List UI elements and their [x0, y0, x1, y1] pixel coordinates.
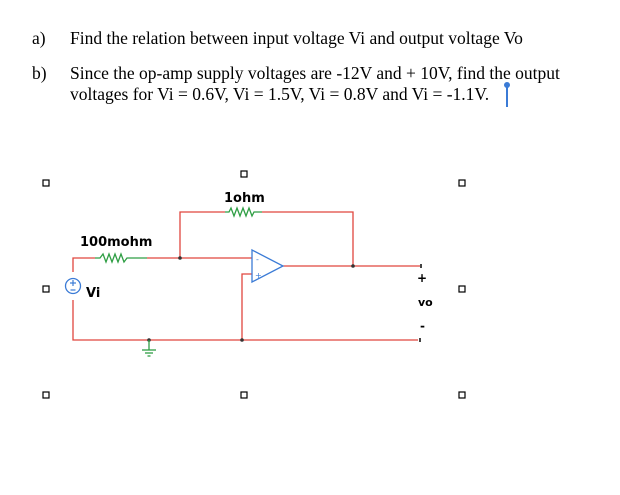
opamp-minus-label: - — [256, 255, 259, 264]
question-b-text-line2: voltages for Vi = 0.6V, Vi = 1.5V, Vi = … — [70, 84, 490, 104]
opamp-plus-label: + — [255, 271, 262, 280]
circuit-wires — [72, 211, 420, 341]
handle-top-right[interactable] — [458, 179, 466, 187]
question-a-text: Find the relation between input voltage … — [70, 28, 523, 48]
handle-bottom-right[interactable] — [458, 391, 466, 399]
output-minus-sign: - — [420, 319, 425, 333]
wire-feedback-left — [179, 211, 225, 258]
feedback-resistor-label: 1ohm — [224, 191, 265, 206]
ground-icon — [142, 340, 156, 357]
output-label: vo — [418, 296, 433, 309]
input-resistor-label: 100mohm — [80, 235, 152, 250]
feedback-resistor-icon — [225, 206, 262, 218]
text-cursor-handle[interactable] — [503, 82, 510, 88]
handle-middle-left[interactable] — [42, 285, 50, 293]
question-a-label: a) — [32, 28, 46, 48]
wire-source-top — [72, 257, 95, 272]
circuit-nodes — [147, 256, 355, 342]
handle-middle-right[interactable] — [458, 285, 466, 293]
input-resistor-icon — [95, 252, 147, 264]
handle-top-center[interactable] — [240, 170, 248, 178]
handle-bottom-center[interactable] — [240, 391, 248, 399]
wire-ground-rail — [72, 300, 418, 341]
wire-plus-to-ground — [241, 273, 252, 340]
selection-handles[interactable] — [42, 170, 466, 399]
opamp-icon: - + — [251, 248, 285, 284]
source-label: Vi — [86, 286, 100, 301]
question-b-label: b) — [32, 63, 47, 83]
voltage-source-icon — [64, 277, 82, 295]
handle-top-left[interactable] — [42, 179, 50, 187]
text-cursor — [506, 86, 508, 107]
output-plus-sign: + — [417, 271, 427, 285]
question-b-text-line1: Since the op-amp supply voltages are -12… — [70, 63, 560, 83]
handle-bottom-left[interactable] — [42, 391, 50, 399]
wire-feedback-right — [262, 211, 354, 266]
